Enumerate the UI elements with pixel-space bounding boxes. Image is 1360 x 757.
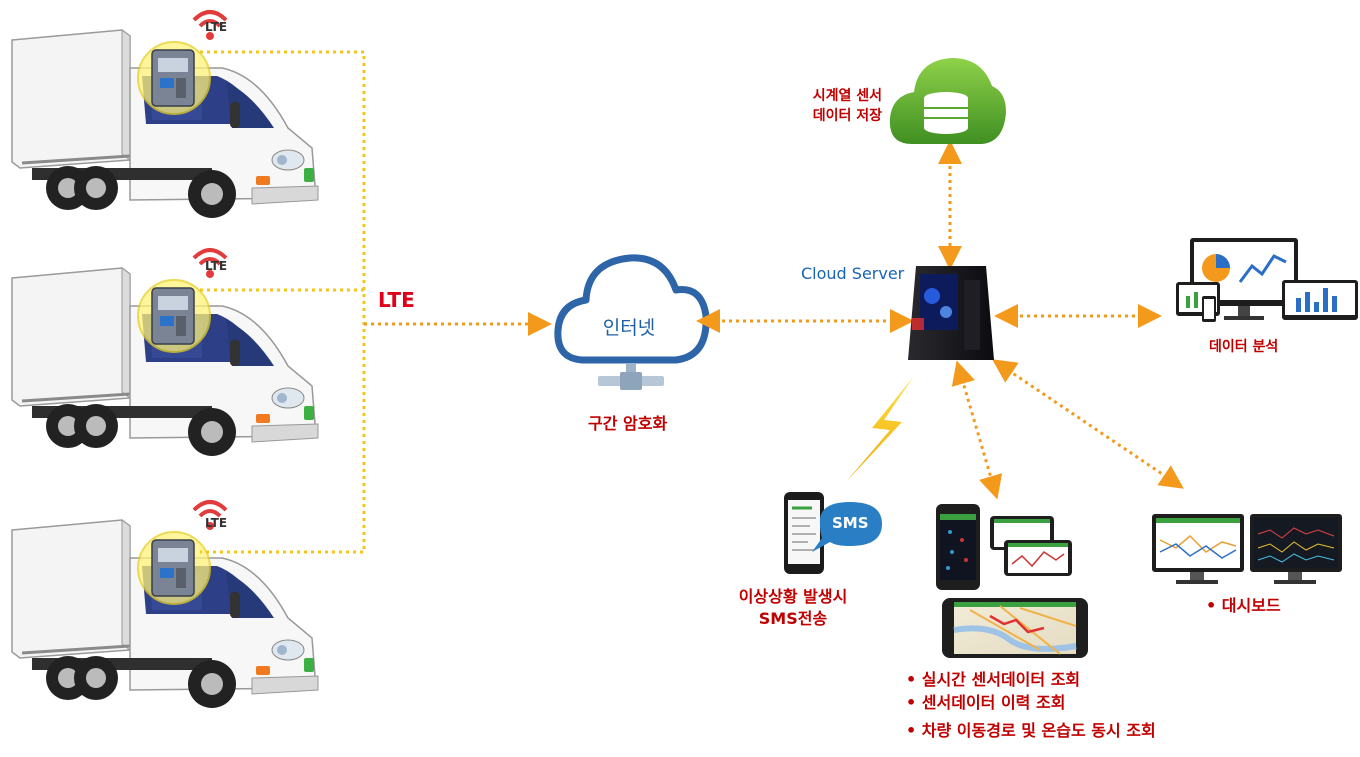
internet-label: 인터넷 <box>602 317 656 339</box>
lte-badge-2: LTE <box>205 259 228 273</box>
lte-lines <box>200 50 552 554</box>
sms-label-line1: 이상상황 발생시 <box>738 587 848 606</box>
lte-badge-3: LTE <box>205 516 228 530</box>
dashboard-monitors-icon <box>1152 514 1342 584</box>
mobile-feature-item: • 실시간 센서데이터 조회 <box>906 670 1081 689</box>
connector-arrows <box>696 140 1184 500</box>
storage-label-line1: 시계열 센서 <box>812 88 882 104</box>
truck-1 <box>10 10 320 220</box>
mobile-feature-item: • 센서데이터 이력 조회 <box>906 693 1066 712</box>
encryption-caption: 구간 암호화 <box>588 414 668 433</box>
analysis-label: 데이터 분석 <box>1209 339 1279 355</box>
truck-2 <box>10 248 320 458</box>
sms-phone-icon <box>784 492 882 574</box>
lte-badge-1: LTE <box>205 20 228 34</box>
sms-label-line2: SMS전송 <box>758 609 828 628</box>
server-tower-icon <box>908 266 994 360</box>
lte-label: LTE <box>378 288 415 312</box>
dashboard-label: • 대시보드 <box>1206 596 1281 615</box>
sms-label: 이상상황 발생시 SMS전송 <box>718 586 868 630</box>
database-cloud-icon <box>889 58 1006 144</box>
lightning-icon <box>846 376 914 482</box>
mobile-feature-item: • 차량 이동경로 및 온습도 동시 조회 <box>906 721 1156 740</box>
storage-label-line2: 데이터 저장 <box>812 108 882 124</box>
analytics-devices-icon <box>1176 238 1358 322</box>
storage-label: 시계열 센서 데이터 저장 <box>790 86 882 126</box>
cloud-server-label: Cloud Server <box>801 264 905 283</box>
mobile-features-list: • 실시간 센서데이터 조회 • 센서데이터 이력 조회 • 차량 이동경로 및… <box>906 668 1156 742</box>
truck-3 <box>10 500 320 710</box>
sms-bubble-text: SMS <box>832 514 869 532</box>
mobile-devices-icon <box>936 504 1088 658</box>
